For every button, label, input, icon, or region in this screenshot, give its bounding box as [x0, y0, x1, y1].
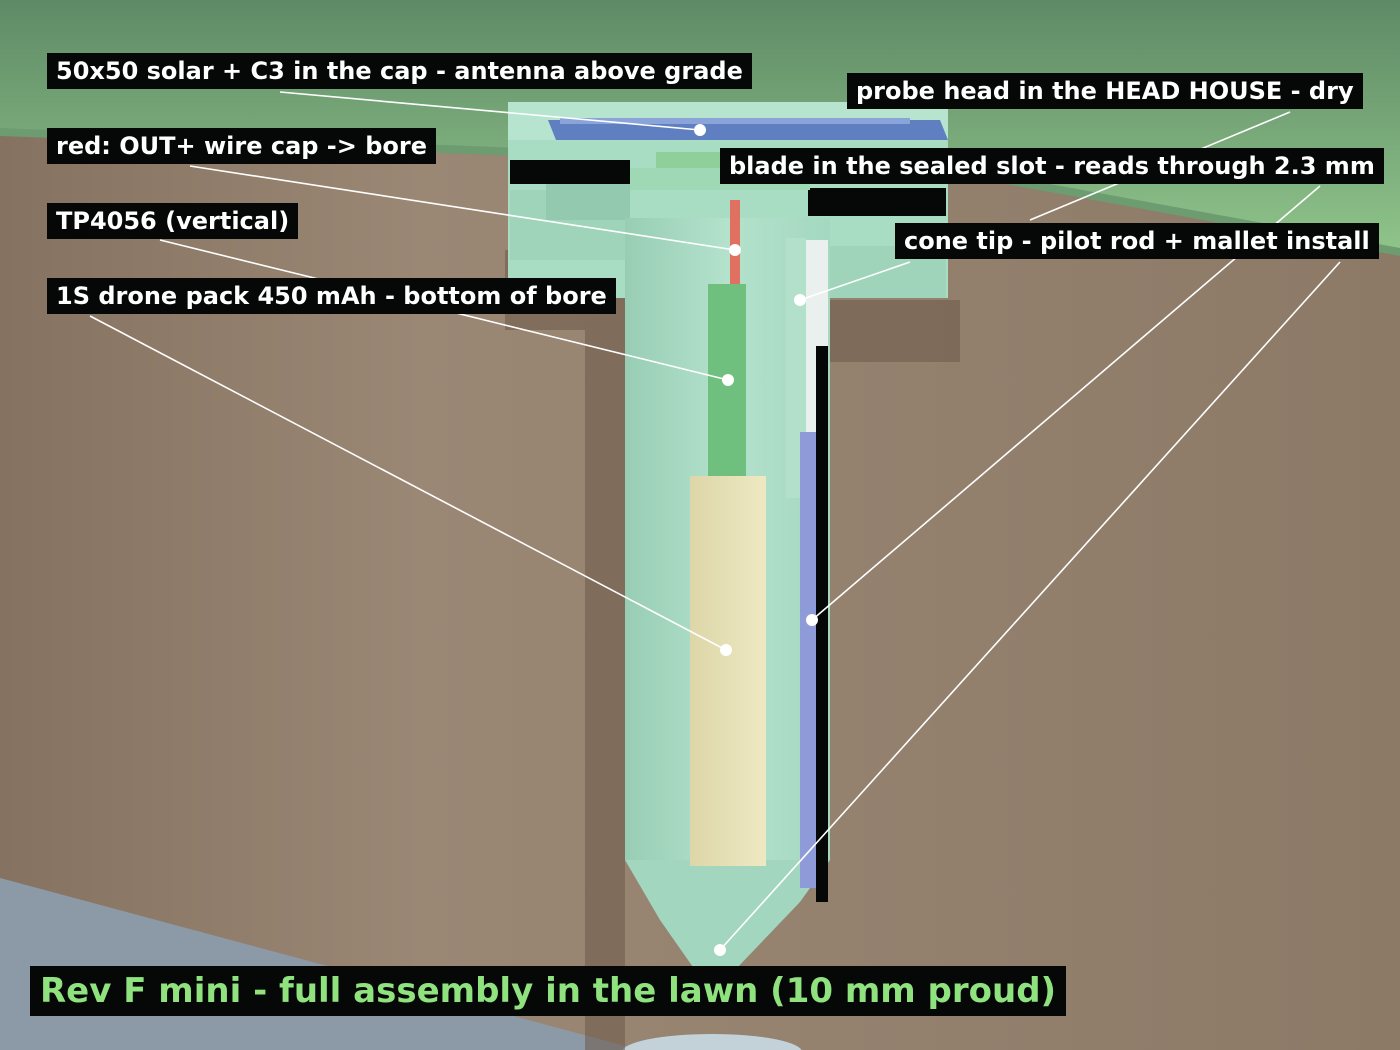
solar-panel-highlight	[560, 118, 910, 124]
blade-backing	[816, 346, 828, 902]
label-tp4056: TP4056 (vertical)	[47, 203, 299, 239]
hole-shadow-right	[830, 300, 960, 362]
label-battery: 1S drone pack 450 mAh - bottom of bore	[47, 278, 616, 314]
hole-shadow	[505, 250, 625, 1050]
cone-tip	[625, 860, 830, 970]
label-blade: blade in the sealed slot - reads through…	[720, 148, 1384, 184]
battery-pack	[690, 476, 766, 866]
figure-title: Rev F mini - full assembly in the lawn (…	[30, 966, 1067, 1016]
cap-inner	[546, 184, 630, 220]
label-probe-head: probe head in the HEAD HOUSE - dry	[847, 73, 1363, 109]
label-cone-tip: cone tip - pilot rod + mallet install	[895, 223, 1379, 259]
label-red-wire: red: OUT+ wire cap -> bore	[47, 128, 437, 164]
hole-bottom	[622, 1034, 802, 1050]
label-solar: 50x50 solar + C3 in the cap - antenna ab…	[47, 53, 752, 89]
leader-dots	[694, 124, 818, 956]
lid-seal-left	[510, 160, 630, 184]
lid-seal-right	[808, 188, 946, 216]
